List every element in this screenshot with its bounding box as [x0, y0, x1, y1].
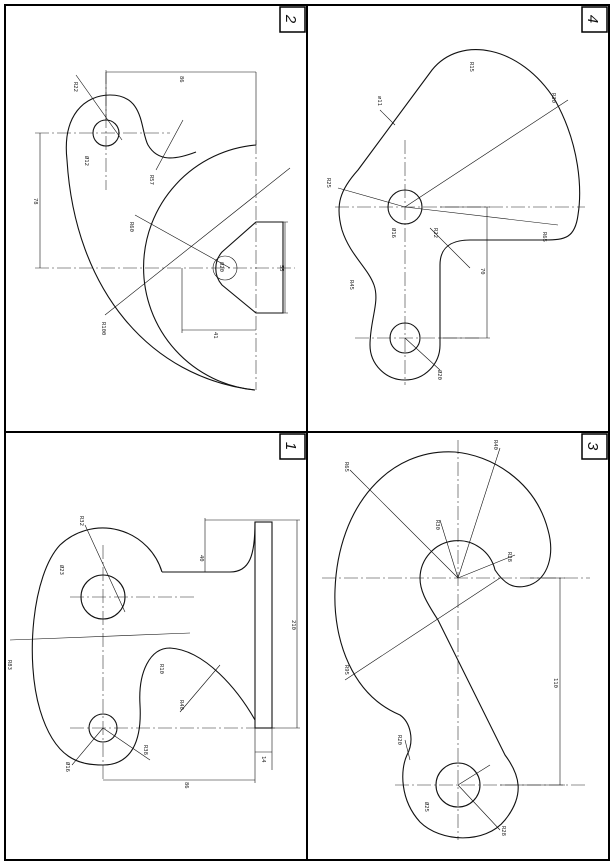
- p3-dim-r40: R40: [492, 440, 498, 450]
- p4-leader-r22: [429, 227, 471, 269]
- p3-outline: [334, 451, 552, 839]
- panel-3: 3 R40 R65 R30 R28 R95 110 R20 Ø25 R28: [322, 433, 608, 840]
- p4-leader-r30: [404, 99, 569, 208]
- p2-dim-78: 78: [32, 198, 38, 205]
- p4-dim-r45: R45: [348, 280, 354, 290]
- p4-leader-r15: [404, 206, 559, 226]
- p4-leader-r25: [337, 187, 406, 208]
- p1-centerline-mid: [9, 632, 191, 641]
- panel-1-number: 1: [282, 442, 299, 450]
- p4-dim-r22: R22: [432, 228, 438, 238]
- p3-dim-r28: R28: [506, 552, 512, 562]
- p3-dim-110: 110: [552, 678, 558, 688]
- p4-dim-d16: Ø16: [390, 228, 397, 238]
- p3-dim-r65: R65: [343, 462, 349, 472]
- p4-dim-d20: Ø20: [436, 370, 443, 380]
- panel-4-number: 4: [584, 15, 601, 23]
- p3-leader-r65: [349, 469, 459, 579]
- p3-leader-r40: [457, 447, 501, 579]
- p2-outer-contour: [65, 94, 256, 391]
- p1-dim-d16: Ø16: [64, 762, 71, 772]
- p2-slot: [215, 221, 284, 314]
- p3-leader-r95: [344, 577, 501, 681]
- p2-dim-r22: R22: [72, 82, 78, 92]
- p3-dim-d25: Ø25: [423, 802, 430, 812]
- p1-dim-r83: R83: [6, 660, 12, 670]
- p1-outer-contour: [31, 527, 256, 766]
- p2-slot-arc: [212, 255, 238, 281]
- p1-dim-r40: R40: [178, 700, 184, 710]
- p3-dim-r30: R30: [434, 520, 440, 530]
- panel-3-number-box: [581, 433, 608, 460]
- p3-leader-r28b: [457, 784, 501, 831]
- p1-upper-hole: [80, 574, 126, 620]
- p2-dim-r57: R57: [148, 175, 154, 185]
- p1-dim-14: 14: [260, 756, 266, 763]
- p1-leader-d16: [71, 727, 104, 766]
- p4-dim-r25: R25: [325, 178, 331, 188]
- p2-leader-r100: [104, 167, 291, 316]
- p1-upper-web: [162, 521, 256, 573]
- p2-dim-r60: R60: [128, 222, 134, 232]
- panel-2: 2 R22 Ø12 R57 86 R60 Ø20 78: [32, 6, 306, 391]
- p2-big-arc: [143, 144, 257, 391]
- p4-dim-r15-top: R15: [468, 62, 474, 72]
- p1-dim-210: 210: [290, 620, 296, 630]
- p1-leader-r40: [179, 664, 221, 713]
- p2-leader-r57: [155, 119, 184, 171]
- p3-dim-r28b: R28: [500, 826, 506, 836]
- p4-leader-d20: [404, 337, 441, 371]
- panel-2-number-box: [279, 6, 306, 33]
- p2-dim-86: 86: [178, 76, 184, 83]
- p2-dim-55: 55: [278, 265, 284, 272]
- p2-dim-d20: Ø20: [218, 262, 225, 272]
- p4-tangent-mark: [379, 109, 396, 126]
- p3-dim-r95: R95: [343, 665, 349, 675]
- p3-lower-hole: [435, 762, 481, 808]
- p2-dim-d12: Ø12: [83, 156, 90, 166]
- p2-dim-41: 41: [212, 332, 218, 339]
- p1-lower-hole: [88, 713, 118, 743]
- p2-dim-r100: R100: [100, 322, 106, 335]
- p3-leader-d25: [457, 764, 491, 786]
- panel-2-number: 2: [282, 14, 299, 24]
- p1-dim-r32: R32: [78, 516, 84, 526]
- p4-dim-r65: R65: [541, 232, 547, 242]
- panel-4: 4 R15 R30 ⌀11 R25 Ø16 R22 70 R45 R65 Ø20: [325, 6, 608, 385]
- p1-dim-r38: R38: [142, 745, 148, 755]
- p1-dim-d23: Ø23: [58, 565, 65, 575]
- p4-main-hole: [387, 189, 423, 225]
- p4-outline: [338, 49, 581, 381]
- p1-dim-40: 40: [198, 555, 204, 562]
- p2-leader-r22: [75, 74, 123, 141]
- panel-3-number: 3: [584, 442, 601, 451]
- p1-leader-r38: [102, 727, 151, 761]
- p4-dim-tangent: ⌀11: [376, 96, 382, 106]
- panel-4-number-box: [581, 6, 608, 33]
- p3-leader-r20: [404, 739, 411, 761]
- p1-plate: [254, 521, 273, 729]
- p4-dim-70: 70: [479, 268, 485, 275]
- p3-dim-r20: R20: [396, 735, 402, 745]
- p4-dim-r30: R30: [550, 93, 556, 103]
- panel-1: 1 R32 Ø23 40 R83 R10 R40 210 Ø16 R3: [6, 433, 306, 789]
- panel-1-number-box: [279, 433, 306, 460]
- p1-dim-86: 86: [183, 782, 189, 789]
- p3-leader-r28: [457, 554, 516, 579]
- p1-leader-r32: [84, 524, 126, 613]
- p3-leader-r30: [439, 519, 459, 579]
- p2-leader-r60: [134, 214, 231, 269]
- p1-dim-r10: R10: [158, 664, 164, 674]
- p4-lower-hole: [389, 322, 421, 354]
